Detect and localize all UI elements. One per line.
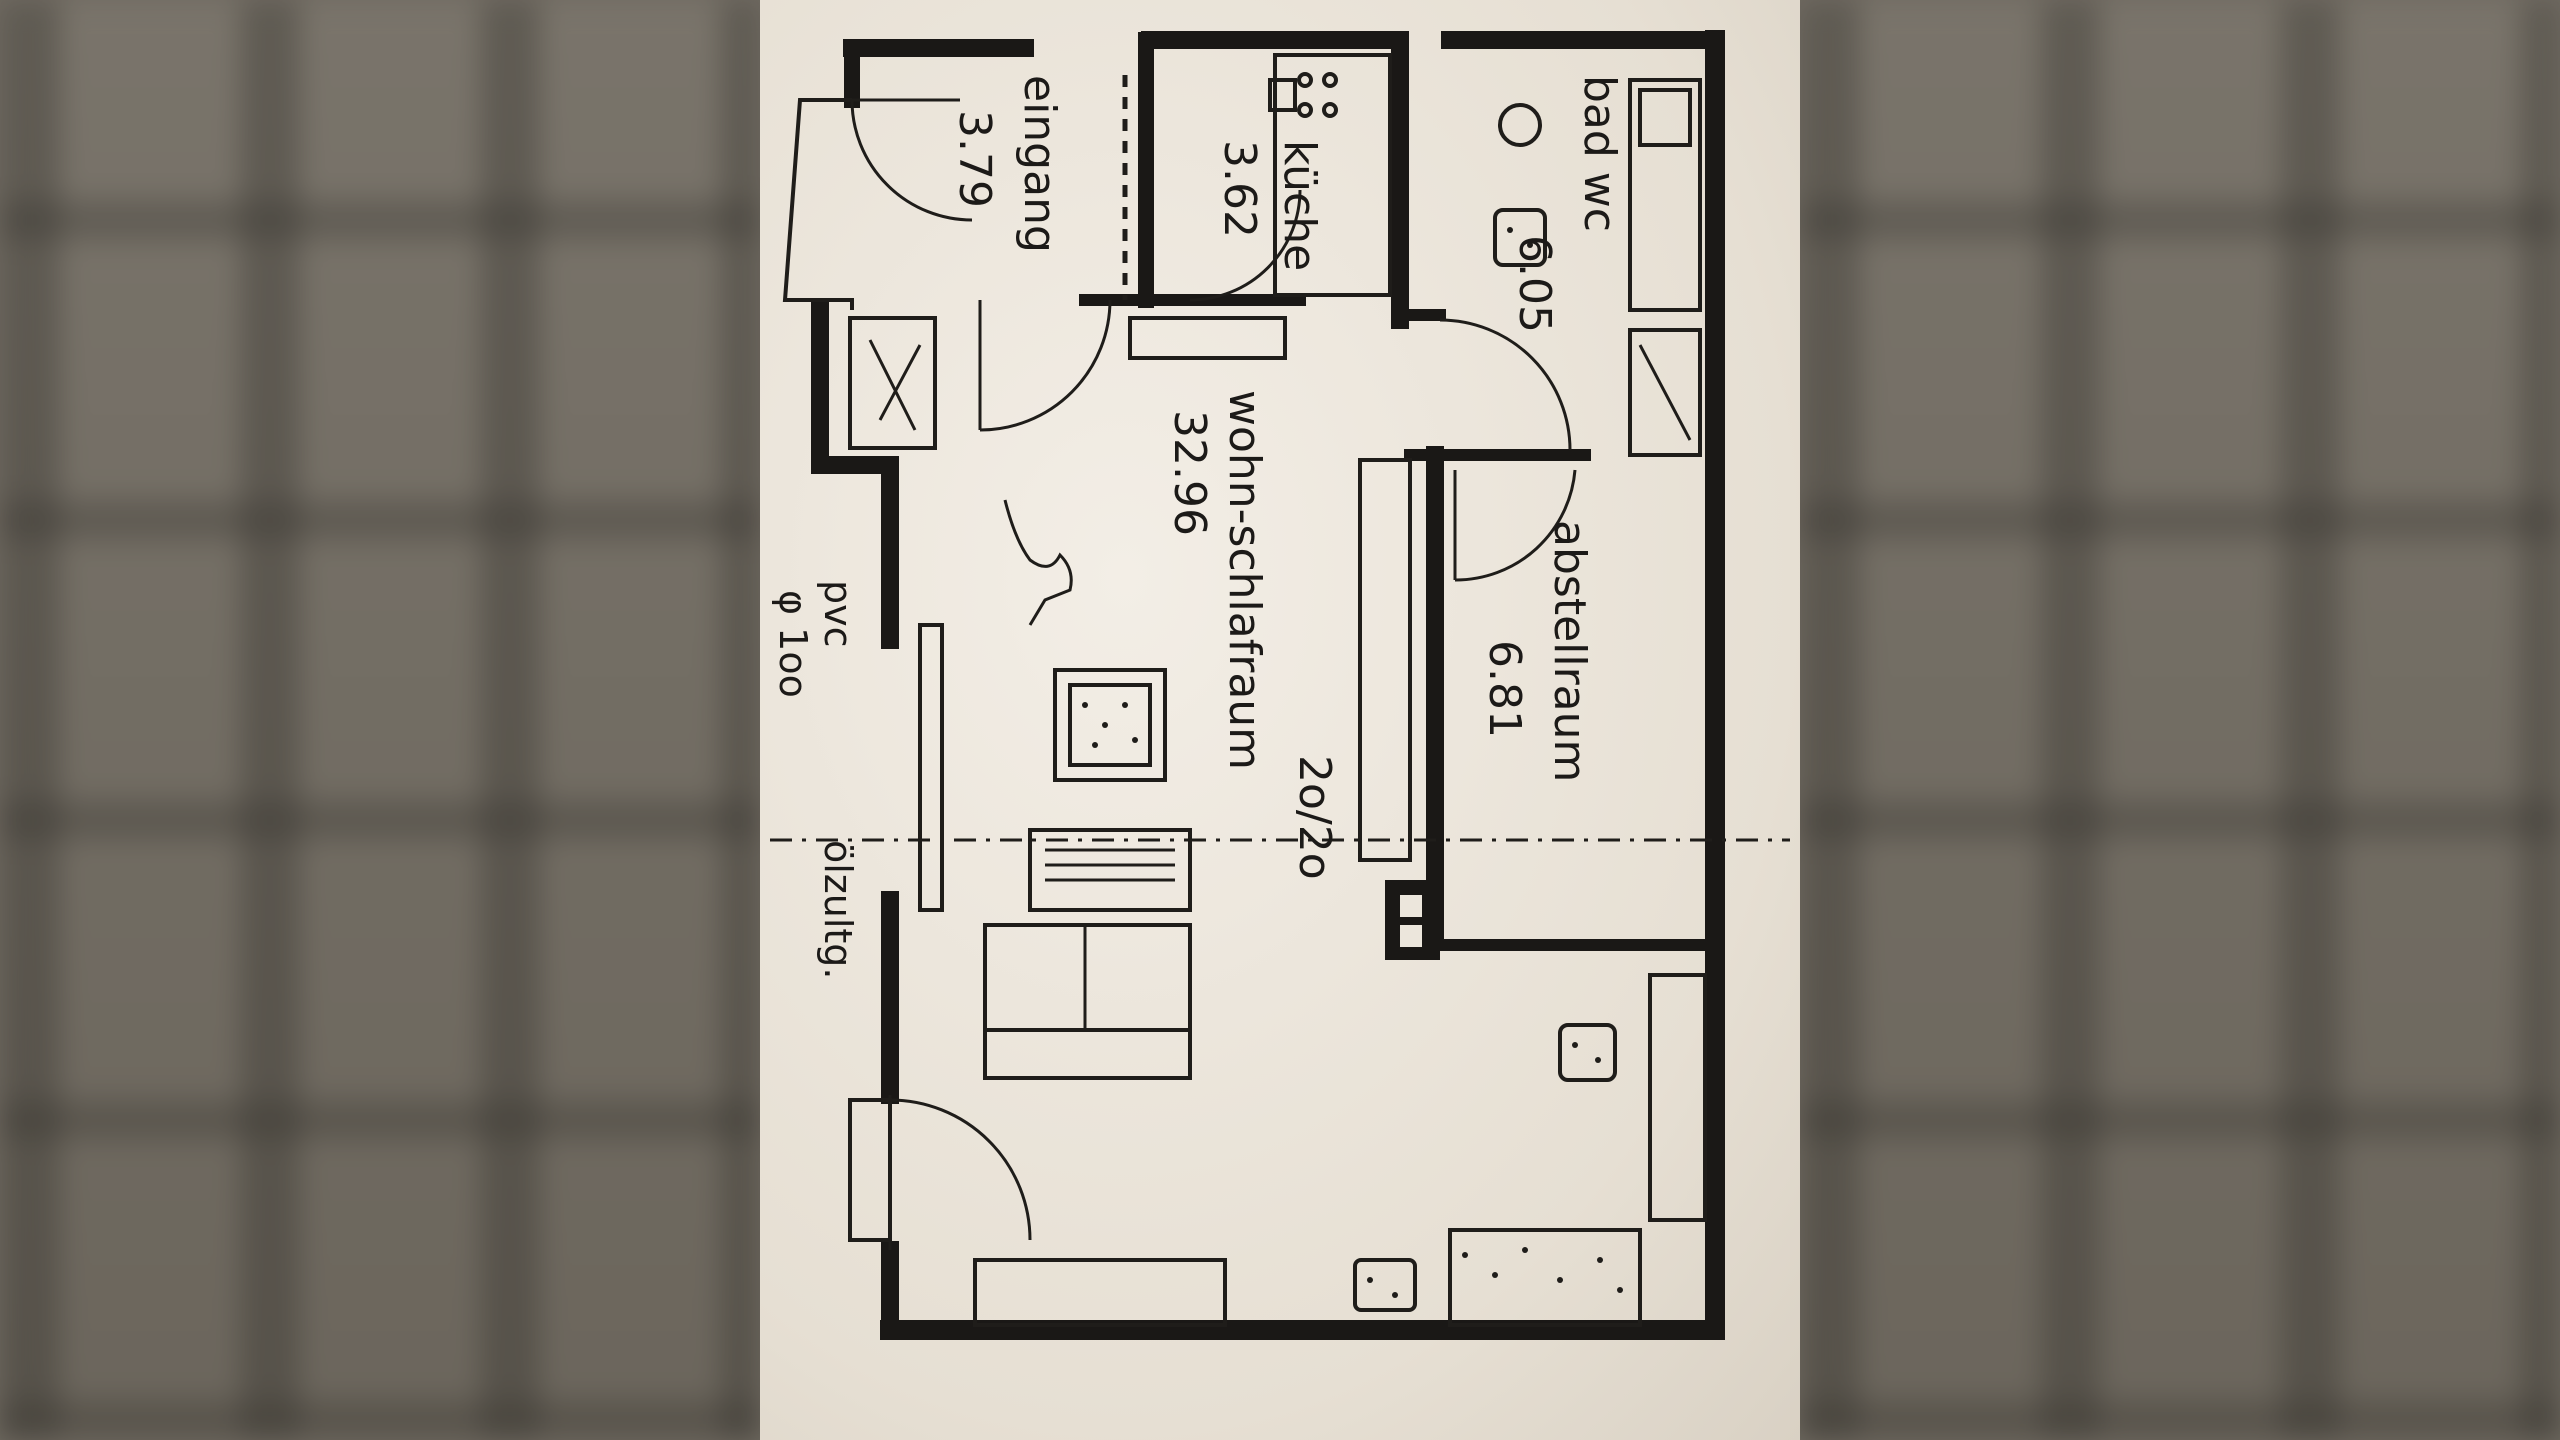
wall-top bbox=[843, 31, 1724, 57]
kitchen-counter bbox=[1273, 53, 1392, 297]
abstell-area: 6.81 bbox=[1479, 640, 1530, 738]
pvc-diameter-label: φ 1oo bbox=[771, 590, 815, 698]
balcony-door bbox=[888, 1095, 1032, 1250]
walls bbox=[811, 30, 1725, 1340]
thin-lines bbox=[770, 53, 1790, 1327]
wohn-area: 32.96 bbox=[1164, 410, 1215, 536]
wall-left-bump bbox=[811, 301, 899, 649]
right-counter bbox=[1648, 973, 1707, 1222]
kitchen-sink bbox=[1268, 78, 1297, 112]
floor-plan-drawing: eingang 3.79 küche 3.62 bad wc 6.05 wohn… bbox=[770, 30, 1790, 1340]
bad-sink bbox=[1638, 88, 1692, 147]
eingang-label: eingang bbox=[1014, 75, 1065, 253]
sofa bbox=[983, 923, 1192, 1032]
dog-sketch bbox=[1003, 499, 1073, 626]
armchair-table bbox=[1053, 668, 1167, 782]
tv-unit bbox=[1028, 828, 1192, 912]
abstell-door bbox=[1453, 469, 1577, 582]
room-labels: eingang 3.79 küche 3.62 bad wc 6.05 wohn… bbox=[771, 75, 1625, 980]
eingang-door bbox=[850, 98, 973, 222]
blurred-backdrop-right bbox=[1800, 0, 2560, 1440]
kueche-door bbox=[1189, 189, 1302, 302]
shower bbox=[1628, 328, 1702, 457]
chimney-block bbox=[1385, 880, 1440, 960]
bathtub bbox=[1628, 78, 1702, 312]
entrance-step bbox=[782, 98, 854, 310]
backdrop-shade-right bbox=[1800, 0, 2560, 1440]
backdrop-shade-left bbox=[0, 0, 760, 1440]
bad-label: bad wc bbox=[1574, 75, 1625, 232]
wardrobe bbox=[848, 316, 937, 450]
kueche-label: küche bbox=[1274, 140, 1325, 271]
eingang-area: 3.79 bbox=[949, 110, 1000, 208]
oil-line-label: ölzultg. bbox=[816, 840, 860, 980]
floor-plan-photo: eingang 3.79 küche 3.62 bad wc 6.05 wohn… bbox=[760, 0, 1800, 1440]
door-eingang-wohn bbox=[978, 299, 1112, 432]
sofa-back bbox=[983, 1028, 1192, 1080]
bottom-bench bbox=[973, 1258, 1227, 1327]
step-block bbox=[848, 1098, 892, 1242]
bad-area: 6.05 bbox=[1509, 235, 1560, 333]
toilet bbox=[1498, 103, 1542, 147]
bed bbox=[1448, 1228, 1642, 1327]
pvc-label: pvc bbox=[816, 580, 860, 648]
bad-door bbox=[1439, 318, 1572, 451]
kitchen-shelf bbox=[1128, 316, 1287, 360]
stove-burner bbox=[1297, 72, 1313, 88]
wohn-label: wohn-schlafraum bbox=[1219, 390, 1270, 770]
blurred-backdrop-left bbox=[0, 0, 760, 1440]
kueche-area: 3.62 bbox=[1214, 140, 1265, 238]
small-stool bbox=[1353, 1258, 1417, 1312]
bidet bbox=[1493, 208, 1547, 267]
stool-right bbox=[1558, 1023, 1617, 1082]
wall-closet bbox=[1358, 458, 1412, 862]
abstell-label: abstellraum bbox=[1544, 520, 1595, 782]
left-window bbox=[918, 623, 944, 912]
stipple bbox=[1082, 227, 1623, 1298]
chimney-label: 2o/2o bbox=[1289, 755, 1340, 880]
